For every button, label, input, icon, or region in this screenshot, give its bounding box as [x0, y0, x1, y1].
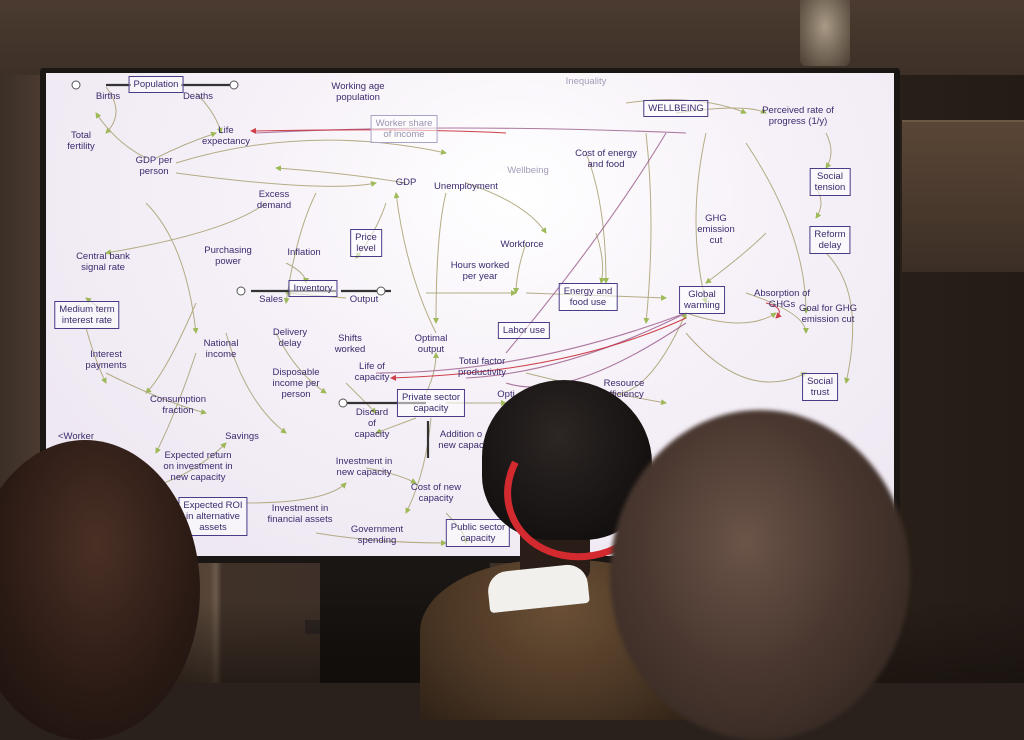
box-labor-use: Labor use — [497, 322, 551, 339]
label-births: Births — [95, 91, 121, 102]
label-life-expectancy: Life expectancy — [201, 125, 251, 147]
label-central-bank: Central bank signal rate — [76, 251, 130, 273]
label-total-fertility: Total fertility — [67, 130, 95, 152]
label-delivery-delay: Delivery delay — [272, 327, 308, 349]
box-social-tension: Social tension — [809, 168, 851, 196]
wall-panel — [902, 120, 1024, 272]
audience-head-right — [610, 410, 910, 740]
box-global-warming: Global warming — [679, 286, 725, 314]
label-national-income: National income — [203, 338, 239, 360]
label-workforce: Workforce — [500, 239, 544, 250]
label-addition-partial: Addition o new capac — [438, 429, 484, 451]
label-discard-capacity: Discard of capacity — [354, 407, 390, 440]
label-sales: Sales — [259, 294, 283, 305]
label-deaths: Deaths — [182, 91, 214, 102]
label-investment-new: Investment in new capacity — [335, 456, 393, 478]
label-total-factor: Total factor productivity — [457, 356, 507, 378]
label-shifts-worked: Shifts worked — [334, 333, 366, 355]
box-worker-share: Worker share of income — [370, 115, 438, 143]
label-optimal-partial: Opti — [497, 389, 515, 400]
box-reform-delay: Reform delay — [809, 226, 851, 254]
label-absorption: Absorption of GHGs — [754, 288, 810, 310]
wall-ornament — [800, 0, 850, 66]
label-gdp-per-person: GDP per person — [135, 155, 173, 177]
label-expected-return: Expected return on investment in new cap… — [163, 450, 233, 483]
label-goal-ghg: Goal for GHG emission cut — [798, 303, 858, 325]
label-working-age: Working age population — [331, 81, 385, 103]
box-energy-food: Energy and food use — [558, 283, 618, 311]
label-optimal-output: Optimal output — [414, 333, 448, 355]
box-social-trust: Social trust — [802, 373, 838, 401]
label-gdp: GDP — [395, 177, 417, 188]
label-unemployment: Unemployment — [434, 181, 498, 192]
label-purchasing-power: Purchasing power — [204, 245, 252, 267]
label-inequality: Inequality — [565, 76, 607, 87]
label-life-capacity: Life of capacity — [354, 361, 390, 383]
label-cost-energy: Cost of energy and food — [575, 148, 637, 170]
box-private-capacity: Private sector capacity — [396, 389, 466, 417]
box-inventory: Inventory — [288, 280, 338, 297]
label-disposable-income: Disposable income per person — [272, 367, 320, 400]
label-output: Output — [349, 294, 379, 305]
box-population: Population — [128, 76, 184, 93]
box-price-level: Price level — [350, 229, 382, 257]
label-government-spending: Government spending — [350, 524, 404, 546]
box-public-capacity: Public sector capacity — [445, 519, 511, 547]
label-excess-demand: Excess demand — [256, 189, 292, 211]
label-consumption-fraction: Consumption fraction — [150, 394, 206, 416]
label-hours-worked: Hours worked per year — [450, 260, 510, 282]
label-perceived-rate: Perceived rate of progress (1/y) — [762, 105, 834, 127]
box-wellbeing: WELLBEING — [643, 100, 709, 117]
label-inflation: Inflation — [287, 247, 321, 258]
label-ghg-cut: GHG emission cut — [697, 213, 735, 246]
label-investment-fin: Investment in financial assets — [267, 503, 333, 525]
label-interest-payments: Interest payments — [85, 349, 127, 371]
label-wellbeing-sub: Wellbeing — [507, 165, 549, 176]
label-cost-new-capacity: Cost of new capacity — [410, 482, 462, 504]
label-savings: Savings — [225, 431, 259, 442]
label-resource-eff: Resource efficiency — [603, 378, 645, 400]
box-medium-rate: Medium term interest rate — [54, 301, 120, 329]
wall-top — [0, 0, 1024, 75]
